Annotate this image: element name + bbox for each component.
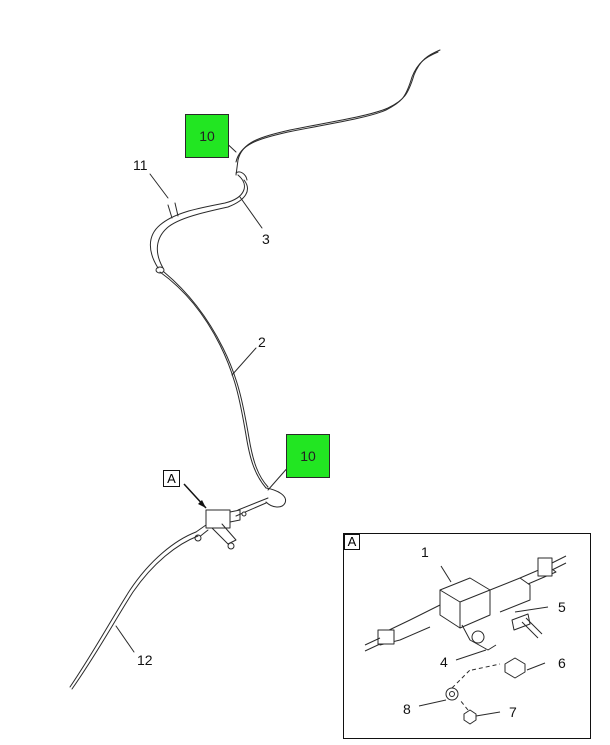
- callout-10-top: 10: [185, 114, 229, 158]
- tube-part-2: [159, 271, 267, 489]
- label-4: 4: [440, 654, 448, 670]
- nut-part-7: [463, 709, 477, 725]
- label-3: 3: [262, 231, 270, 247]
- clamp-part-11: [167, 202, 179, 219]
- label-1: 1: [421, 544, 429, 560]
- detail-tag-a: A: [344, 534, 360, 550]
- label-12: 12: [137, 652, 153, 668]
- label-11: 11: [133, 157, 148, 173]
- valve-body-part-1: [439, 577, 491, 629]
- tube-part-12: [69, 531, 197, 688]
- label-5: 5: [558, 599, 566, 615]
- nut-part-6: [504, 657, 526, 679]
- valve-assembly-small: [205, 509, 231, 529]
- label-7: 7: [509, 704, 517, 720]
- label-8: 8: [403, 701, 411, 717]
- fitting-circle: [471, 630, 485, 644]
- label-6: 6: [558, 655, 566, 671]
- label-2: 2: [258, 334, 266, 350]
- view-tag-a: A: [163, 470, 180, 487]
- detail-view-a: [343, 533, 591, 739]
- upper-hose-line: [235, 49, 441, 176]
- sleeve-part-3: [149, 174, 248, 269]
- callout-10-mid: 10: [286, 434, 330, 478]
- bolt-part-5: [511, 613, 531, 631]
